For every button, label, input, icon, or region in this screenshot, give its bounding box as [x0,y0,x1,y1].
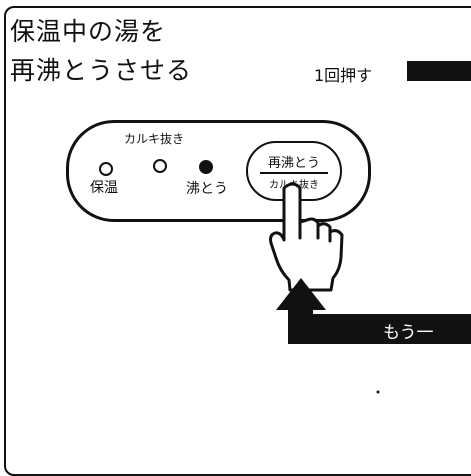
next-step-banner-text: もう一 [383,323,434,343]
press-once-label: 1回押す [314,66,373,85]
keep-warm-lamp [99,162,113,176]
title-line-2: 再沸とうさせる [10,56,193,85]
boil-lamp [199,160,213,174]
pointing-hand-icon [269,182,344,292]
reboil-button-label: 再沸とう [267,156,320,171]
dechlorinate-label: カルキ抜き [124,132,185,146]
stray-dot [376,390,380,394]
reboil-button-divider [260,172,328,174]
control-panel [66,120,371,222]
title-line-1: 保温中の湯を [10,17,167,46]
keep-warm-label: 保温 [90,180,118,196]
boil-label: 沸とう [186,181,228,197]
press-once-bar [407,61,471,81]
next-step-banner [293,314,471,344]
dechlorinate-lamp [153,159,167,173]
